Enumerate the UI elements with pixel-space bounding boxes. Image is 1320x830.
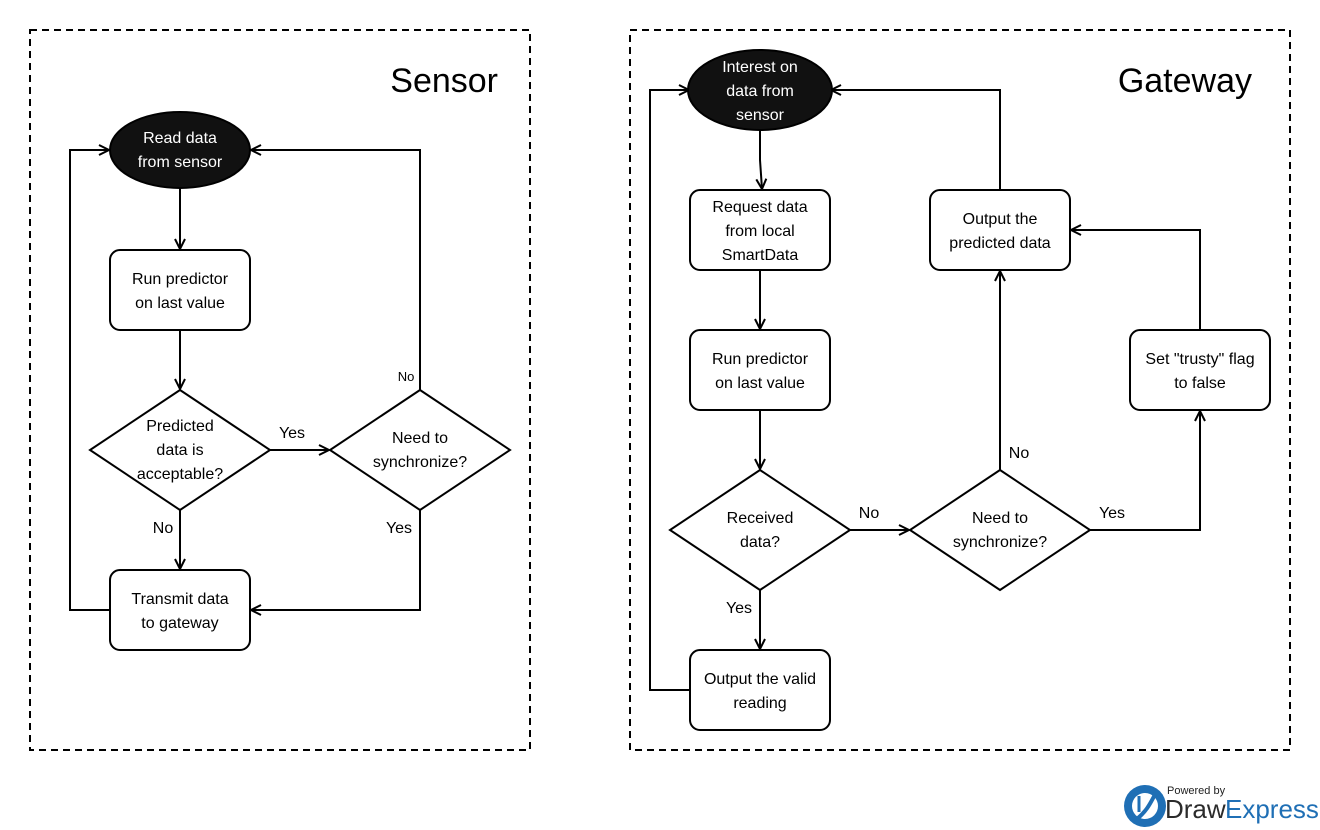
gateway-received-decision — [668, 468, 852, 592]
gateway-output-valid-label-line2: reading — [733, 695, 786, 712]
gateway-start-label-line1: Interest on — [722, 59, 798, 76]
gateway-request-label-line1: Request data — [712, 199, 807, 216]
gateway-received-label-line2: data? — [740, 534, 780, 551]
gateway-output-predicted-label-line2: predicted data — [949, 235, 1051, 252]
gateway-start-terminal — [687, 49, 833, 131]
gateway-output-predicted-label-line1: Output the — [963, 211, 1038, 228]
connector-output-predicted-to-interest — [831, 90, 1001, 190]
gateway-trusty-label-line2: to false — [1174, 375, 1226, 392]
edge-label-received-no: No — [859, 505, 880, 522]
sensor-start-label-line1: Read data — [143, 130, 217, 147]
sensor-predicted-label-line1: Predicted — [146, 418, 214, 435]
gateway-sync-decision — [908, 468, 1092, 592]
sensor-run-predictor-box — [109, 249, 251, 331]
gateway-start-label-line3: sensor — [736, 107, 785, 124]
gateway-run-label-line2: on last value — [715, 375, 805, 392]
gateway-start-label-line2: data from — [726, 83, 794, 100]
connector-trusty-to-output-predicted — [1071, 230, 1201, 330]
edge-label-sync-no: No — [1009, 445, 1030, 462]
gateway-run-predictor-box — [689, 329, 831, 411]
edge-label-predicted-yes: Yes — [279, 425, 305, 442]
connector-sync-yes-to-trusty — [1090, 411, 1200, 531]
connector-transmit-loop — [69, 150, 110, 611]
gateway-output-valid-label-line1: Output the valid — [704, 671, 816, 688]
edge-label-received-yes: Yes — [726, 600, 752, 617]
sensor-transmit-label-line1: Transmit data — [131, 591, 228, 608]
drawexpress-logo: Powered by Draw Express — [1124, 785, 1319, 827]
gateway-run-label-line1: Run predictor — [712, 351, 809, 368]
edge-label-sync-yes: Yes — [1099, 505, 1125, 522]
gateway-sync-label-line2: synchronize? — [953, 534, 1047, 551]
connector-sync-no-loop — [251, 150, 421, 390]
gateway-sync-label-line1: Need to — [972, 510, 1028, 527]
logo-powered-by: Powered by — [1167, 785, 1226, 797]
connector-interest-to-request — [760, 128, 762, 189]
sensor-frame — [29, 29, 531, 751]
sensor-run-label-line2: on last value — [135, 295, 225, 312]
gateway-received-label-line1: Received — [727, 510, 794, 527]
edge-label-sync-yes: Yes — [386, 520, 412, 537]
sensor-transmit-label-line2: to gateway — [141, 615, 218, 632]
gateway-request-label-line3: SmartData — [722, 247, 799, 264]
gateway-output-predicted-box — [929, 189, 1071, 271]
sensor-panel: Sensor Read data from sensor Run predict… — [29, 29, 531, 751]
gateway-output-valid-box — [689, 649, 831, 731]
gateway-request-label-line2: from local — [725, 223, 794, 240]
sensor-sync-label-line1: Need to — [392, 430, 448, 447]
sensor-predicted-label-line3: acceptable? — [137, 466, 223, 483]
sensor-predicted-decision — [88, 388, 272, 512]
gateway-trusty-flag-box — [1129, 329, 1271, 411]
edge-label-predicted-no: No — [153, 520, 174, 537]
sensor-start-label-line2: from sensor — [138, 154, 223, 171]
logo-name-draw: Draw — [1165, 794, 1226, 824]
drawexpress-logo-icon — [1124, 785, 1166, 827]
gateway-panel: Gateway Interest on data from sensor Req… — [629, 29, 1291, 751]
sensor-title: Sensor — [390, 62, 498, 100]
sensor-start-terminal — [109, 111, 251, 189]
gateway-frame — [629, 29, 1291, 751]
sensor-sync-decision — [328, 388, 512, 512]
connector-sync-yes-to-transmit — [251, 510, 421, 610]
gateway-title: Gateway — [1118, 62, 1252, 100]
gateway-trusty-label-line1: Set "trusty" flag — [1145, 351, 1254, 368]
sensor-run-label-line1: Run predictor — [132, 271, 229, 288]
sensor-transmit-box — [109, 569, 251, 651]
gateway-request-box — [689, 189, 831, 271]
logo-name-express: Express — [1225, 794, 1319, 824]
sensor-sync-label-line2: synchronize? — [373, 454, 467, 471]
sensor-predicted-label-line2: data is — [156, 442, 203, 459]
edge-label-sync-no: No — [398, 369, 415, 384]
connector-output-valid-loop — [649, 90, 690, 691]
